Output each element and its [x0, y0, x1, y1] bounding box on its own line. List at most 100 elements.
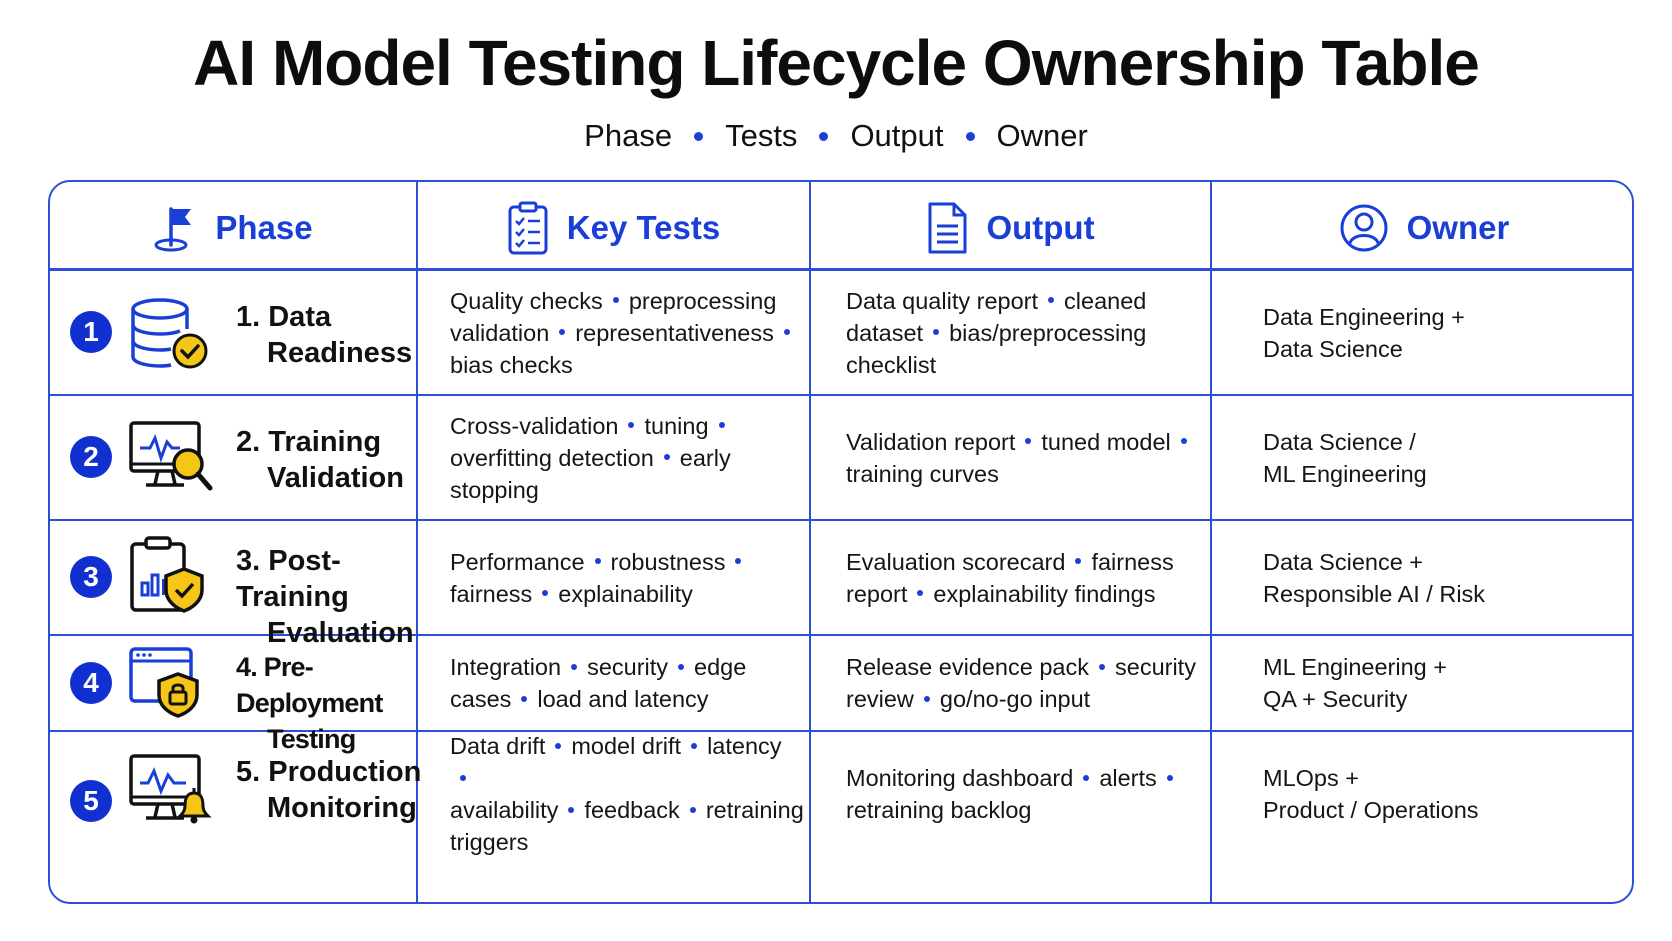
cell-text: ML Engineering [1263, 460, 1427, 487]
step-number-badge: 3 [70, 556, 112, 598]
cell-text: cases [450, 686, 512, 712]
cell-text: security [1115, 654, 1196, 680]
bullet-dot [542, 590, 549, 597]
phase-title-line: Testing [267, 724, 356, 754]
page-subtitle: Phase Tests Output Owner [0, 118, 1672, 154]
flag-icon [153, 203, 197, 253]
cell-text: Data drift [450, 733, 546, 759]
cell-text: alerts [1099, 765, 1157, 791]
cell-text: Data Science [1263, 335, 1403, 362]
phase-title-line: 5. Production [236, 756, 422, 788]
bullet-dot [1180, 438, 1187, 445]
cell-line: overfitting detection early [450, 442, 735, 474]
cell-text: Quality checks [450, 287, 603, 314]
phase-title-line: 1. Data [236, 301, 332, 333]
rich-lines: Data Science / ML Engineering [1263, 426, 1427, 490]
cell-line: checklist [846, 349, 1146, 381]
cell-text: Cross-validation [450, 412, 619, 439]
step-number-badge: 1 [70, 311, 112, 353]
cell-text: Performance [450, 548, 585, 575]
cell-text: latency [707, 733, 782, 759]
rich-lines: Cross-validation tuning overfitting detect… [450, 410, 735, 506]
cell-line: Data Science + [1263, 546, 1485, 578]
bullet-dot [663, 454, 670, 461]
cell-text: robustness [610, 548, 726, 575]
bullet-dot [628, 422, 635, 429]
phase-title-line: Evaluation [267, 617, 414, 649]
cell-line: Responsible AI / Risk [1263, 578, 1485, 610]
bullet-dot [612, 297, 619, 304]
cell-text: stopping [450, 476, 539, 503]
rich-lines: Data Science +Responsible AI / Risk [1263, 546, 1485, 610]
owner-cell: Data Science / ML Engineering [1263, 396, 1632, 519]
cell-text: early [679, 444, 731, 471]
key-tests-cell: Cross-validation tuning overfitting detect… [450, 396, 805, 519]
table-row: 4 4. Pre-Deployment Testing [50, 636, 446, 754]
cell-text: tuning [644, 412, 709, 439]
bullet-dot [1048, 297, 1055, 304]
cell-text: ML Engineering + [1263, 654, 1447, 680]
bullet-dot [735, 558, 742, 565]
cell-line: Performance robustness [450, 546, 751, 578]
phase-title: 1. Data Readiness [236, 299, 446, 371]
user-icon [1339, 203, 1389, 253]
bullet-dot [571, 663, 578, 670]
cell-line: QA + Security [1263, 683, 1447, 715]
phase-title-line: Readiness [267, 337, 413, 369]
bullet-dot [694, 131, 704, 141]
rich-lines: MLOps +Product / Operations [1263, 762, 1479, 826]
cell-text: explainability findings [933, 580, 1156, 607]
cell-text: overfitting detection [450, 444, 654, 471]
step-number-badge: 5 [70, 780, 112, 822]
cell-line: Data Science [1263, 333, 1465, 365]
cell-text: Monitoring dashboard [846, 765, 1074, 791]
cell-line: retraining backlog [846, 794, 1183, 826]
row-divider [50, 634, 1632, 636]
owner-cell: Data Engineering +Data Science [1263, 271, 1632, 394]
cell-text: go/no-go input [939, 686, 1091, 712]
cell-line: review go/no-go input [846, 683, 1196, 715]
bullet-dot [678, 663, 685, 670]
cell-text: MLOps + [1263, 765, 1359, 791]
cell-line: bias checks [450, 349, 800, 381]
cell-text: dataset [846, 319, 924, 346]
owner-cell: MLOps +Product / Operations [1263, 732, 1632, 856]
table-row: 1 1. Data Readiness [50, 271, 446, 394]
phase-title: 3. Post-Training Evaluation [236, 543, 446, 651]
ownership-table: Phase Key Tests [48, 180, 1634, 904]
cell-text: representativeness [575, 319, 774, 346]
cell-text: retraining [705, 797, 804, 823]
header-owner: Owner [1212, 182, 1632, 274]
cell-text: checklist [846, 351, 937, 378]
column-divider [416, 182, 418, 902]
phase-title: 5. Production Monitoring [236, 754, 446, 826]
table-row: 5 5. Production Monitoring [50, 732, 446, 902]
phase-title-line: Validation [267, 462, 404, 494]
document-icon [926, 201, 968, 255]
cell-text: Data Science / [1263, 428, 1416, 455]
bullet-dot [783, 329, 790, 336]
cell-line: ML Engineering [1263, 458, 1427, 490]
bullet-dot [460, 774, 466, 781]
cell-text: review [846, 686, 914, 712]
clipboard-shield-icon [128, 535, 208, 622]
phase-title-line: Monitoring [267, 792, 417, 824]
cell-text: report [846, 580, 908, 607]
